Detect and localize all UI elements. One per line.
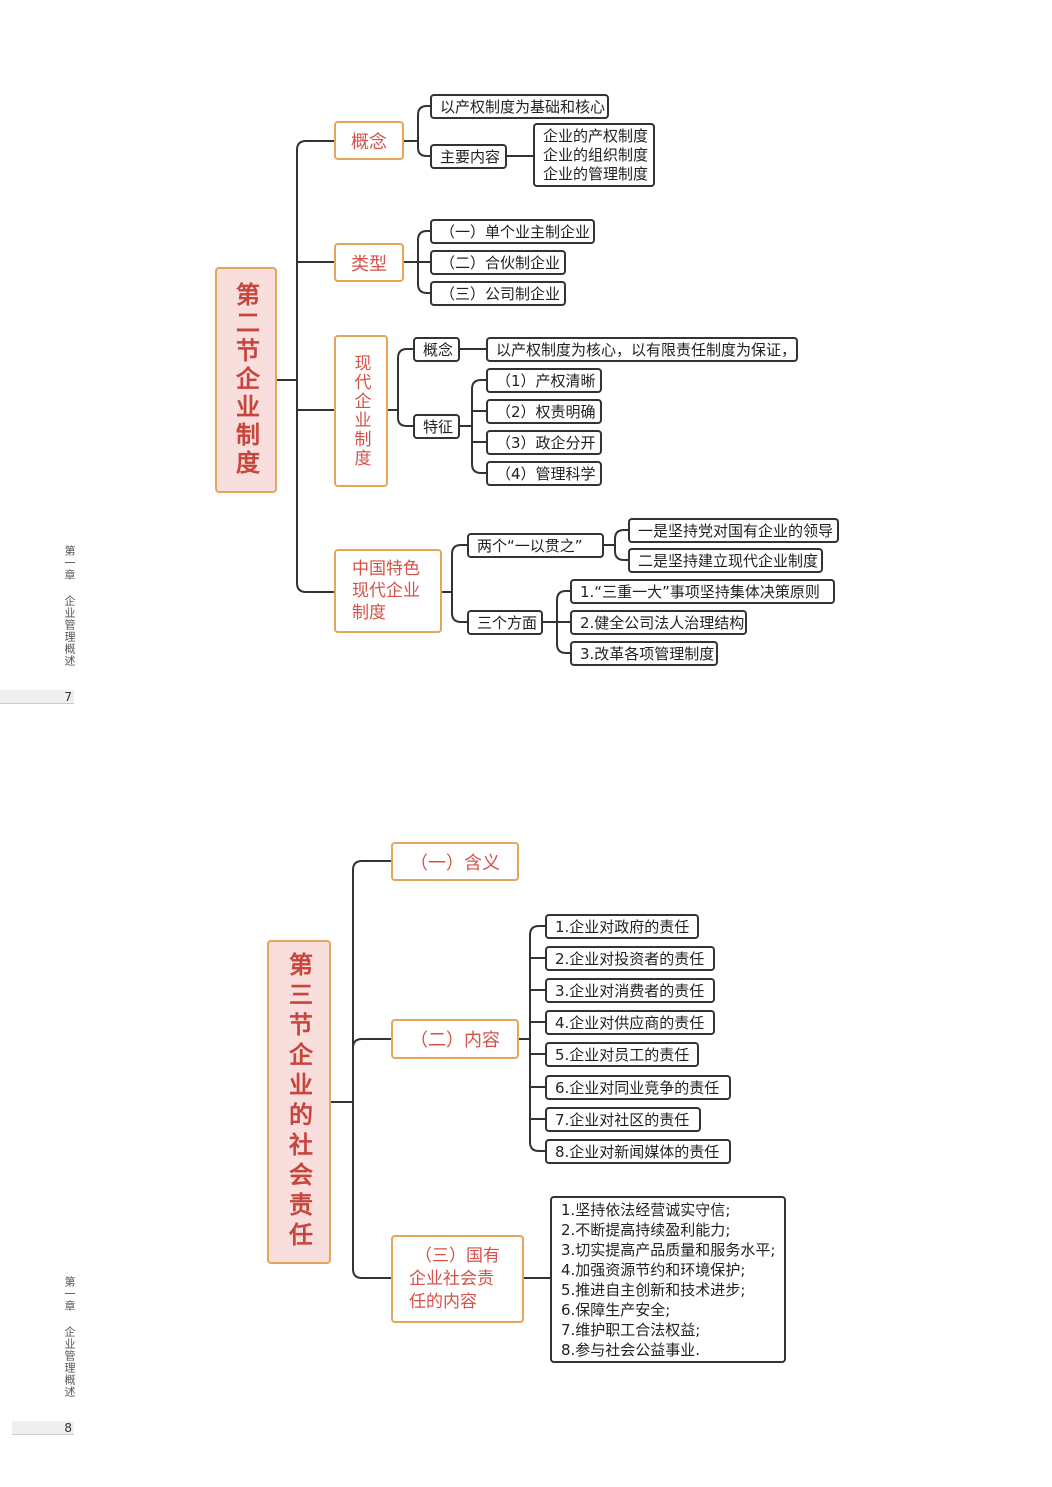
soe-item: 7.维护职工合法权益; — [561, 1320, 701, 1339]
branch-soe-responsibility: （三）国有 企业社会责 任的内容 — [391, 1235, 524, 1323]
feature-item: （2）权责明确 — [486, 399, 602, 424]
content-item: 7.企业对社区的责任 — [545, 1107, 701, 1132]
modern-feature-label: 特征 — [413, 414, 460, 439]
branch-modern-enterprise-system: 现代企业制度 — [334, 335, 388, 487]
chapter-side-title: 第一章 企业管理概述 — [63, 545, 76, 667]
type-item: （三）公司制企业 — [430, 281, 566, 306]
two-consistencies-label: 两个“一以贯之” — [467, 533, 604, 558]
main-content-item: 企业的管理制度 — [543, 164, 649, 183]
branch-label-line: 现代企业 — [352, 581, 420, 601]
soe-item: 5.推进自主创新和技术进步; — [561, 1280, 746, 1299]
content-item: 4.企业对供应商的责任 — [545, 1010, 715, 1035]
branch-china-modern-system: 中国特色 现代企业 制度 — [334, 549, 442, 633]
soe-item: 3.切实提高产品质量和服务水平; — [561, 1240, 776, 1259]
concept-item-basis: 以产权制度为基础和核心 — [430, 94, 609, 119]
branch-content: （二）内容 — [391, 1019, 519, 1059]
content-item: 6.企业对同业竞争的责任 — [545, 1075, 731, 1100]
branch-meaning: （一）含义 — [391, 842, 519, 881]
three-aspects-item: 2.健全公司法人治理结构 — [570, 610, 747, 635]
content-item: 5.企业对员工的责任 — [545, 1042, 699, 1067]
three-aspects-item: 1.“三重一大”事项坚持集体决策原则 — [570, 579, 835, 604]
concept-main-content-list: 企业的产权制度 企业的组织制度 企业的管理制度 — [533, 123, 655, 187]
content-item: 2.企业对投资者的责任 — [545, 946, 715, 971]
soe-item: 8.参与社会公益事业. — [561, 1340, 701, 1359]
two-consistencies-item: 一是坚持党对国有企业的领导 — [628, 518, 839, 543]
three-aspects-item: 3.改革各项管理制度 — [570, 641, 718, 666]
feature-item: （4）管理科学 — [486, 461, 602, 486]
branch-label-line: 中国特色 — [352, 559, 420, 579]
branch-label-line: 制度 — [352, 603, 386, 623]
soe-item: 6.保障生产安全; — [561, 1300, 671, 1319]
content-item: 3.企业对消费者的责任 — [545, 978, 715, 1003]
content-item: 1.企业对政府的责任 — [545, 914, 699, 939]
feature-item: （1）产权清晰 — [486, 368, 602, 393]
type-item: （二）合伙制企业 — [430, 250, 566, 275]
chapter-side-title: 第一章 企业管理概述 — [63, 1276, 76, 1398]
branch-label-line: 任的内容 — [409, 1291, 477, 1312]
branch-label-line: （三）国有 — [415, 1245, 500, 1266]
content-item: 8.企业对新闻媒体的责任 — [545, 1139, 731, 1164]
main-content-item: 企业的组织制度 — [543, 145, 649, 164]
soe-item: 2.不断提高持续盈利能力; — [561, 1220, 731, 1239]
type-item: （一）单个业主制企业 — [430, 219, 595, 244]
branch-concept: 概念 — [334, 121, 404, 160]
modern-concept-text: 以产权制度为核心，以有限责任制度为保证， — [486, 337, 798, 362]
feature-item: （3）政企分开 — [486, 430, 602, 455]
branch-types: 类型 — [334, 243, 404, 282]
root-node-enterprise-system: 第二节企业制度 — [215, 267, 277, 493]
soe-responsibility-list: 1.坚持依法经营诚实守信; 2.不断提高持续盈利能力; 3.切实提高产品质量和服… — [550, 1196, 786, 1363]
modern-concept-label: 概念 — [413, 337, 460, 362]
branch-label-line: 企业社会责 — [409, 1268, 494, 1289]
soe-item: 1.坚持依法经营诚实守信; — [561, 1200, 731, 1219]
two-consistencies-item: 二是坚持建立现代企业制度 — [628, 548, 823, 573]
main-content-item: 企业的产权制度 — [543, 126, 649, 145]
page-number: 7 — [0, 690, 74, 704]
concept-main-content: 主要内容 — [430, 144, 507, 169]
three-aspects-label: 三个方面 — [467, 610, 543, 635]
root-node-social-responsibility: 第三节企业的社会责任 — [267, 940, 331, 1264]
page-number: 8 — [12, 1421, 74, 1435]
soe-item: 4.加强资源节约和环境保护; — [561, 1260, 746, 1279]
